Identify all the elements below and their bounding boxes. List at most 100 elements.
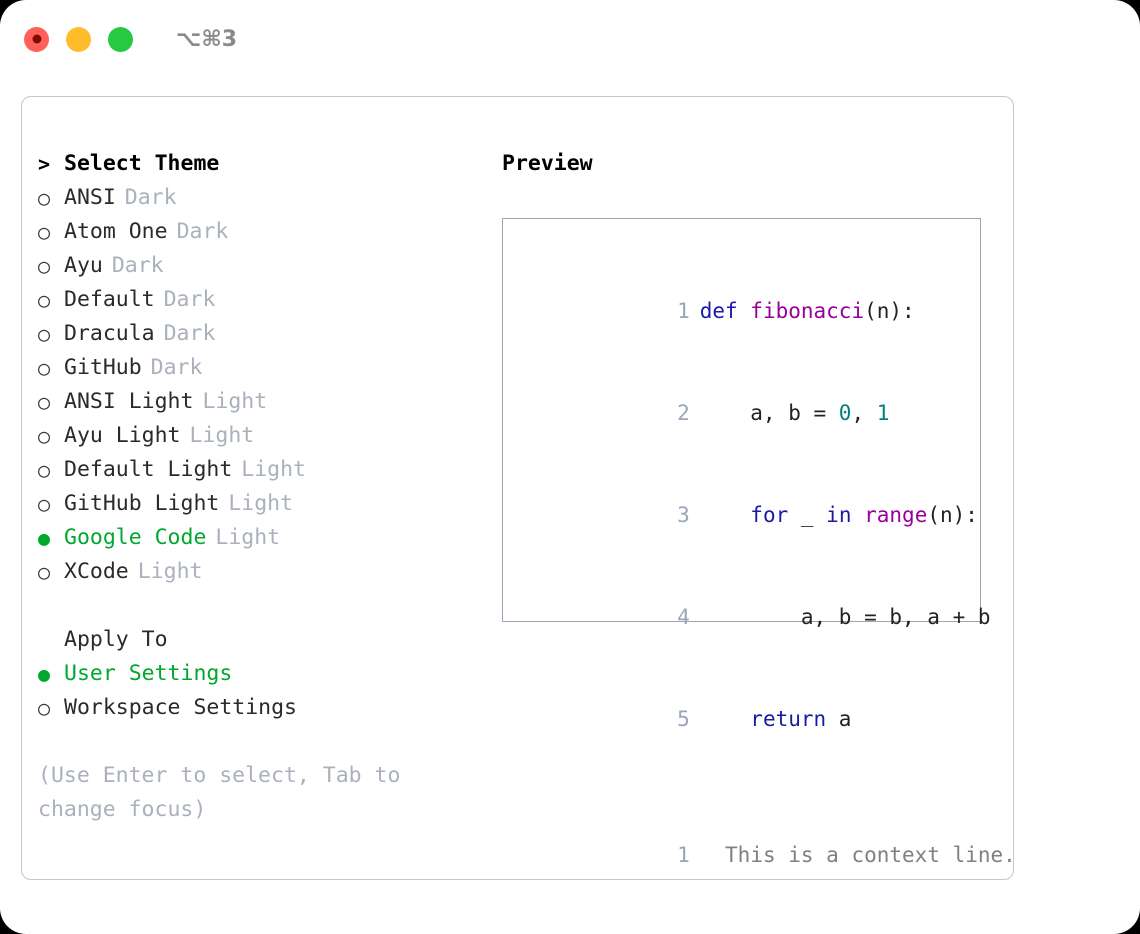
theme-item-default-light[interactable]: ○ Default Light Light: [38, 453, 488, 487]
minimize-window-button[interactable]: [66, 26, 91, 52]
theme-item-google-code[interactable]: ● Google Code Light: [38, 521, 488, 555]
title-bar: ⌥⌘3: [0, 0, 1140, 78]
radio-icon: ○: [38, 322, 51, 346]
preview-column: Preview 1 def fibonacci (n): 2 a, b = 0, 1…: [502, 147, 1016, 867]
diff-sign: [700, 843, 713, 867]
code-token: ,: [851, 401, 877, 425]
theme-item-ayu[interactable]: ○ Ayu Dark: [38, 249, 488, 283]
radio-icon: ○: [38, 458, 51, 482]
apply-to-item-label: User Settings: [64, 661, 233, 686]
keyboard-hint-line-1: (Use Enter to select, Tab to: [38, 763, 401, 788]
code-line: 2 a, b = 0, 1: [516, 362, 980, 464]
preview-title: Preview: [502, 151, 593, 176]
keyboard-shortcut-label: ⌥⌘3: [176, 26, 238, 52]
theme-item-dracula[interactable]: ○ Dracula Dark: [38, 317, 488, 351]
prompt-caret-icon: >: [38, 152, 51, 176]
radio-icon: ○: [38, 492, 51, 516]
line-number: 5: [677, 707, 690, 731]
radio-icon: ○: [38, 390, 51, 414]
theme-item-xcode[interactable]: ○ XCode Light: [38, 555, 488, 589]
zoom-window-button[interactable]: [108, 26, 133, 52]
radio-icon: ○: [38, 220, 51, 244]
code-token: (n):: [927, 503, 978, 527]
theme-item-label: GitHub Light: [64, 491, 220, 516]
code-token: [851, 503, 864, 527]
theme-item-category: Dark: [111, 253, 164, 278]
radio-selected-icon: ●: [38, 662, 51, 686]
diff-line-text: This is a context line.: [725, 843, 1016, 867]
theme-item-category: Light: [202, 389, 268, 414]
theme-item-label: Default Light: [64, 457, 233, 482]
theme-item-github[interactable]: ○ GitHub Dark: [38, 351, 488, 385]
radio-icon: ○: [38, 424, 51, 448]
theme-item-github-light[interactable]: ○ GitHub Light Light: [38, 487, 488, 521]
theme-item-category: Light: [137, 559, 203, 584]
apply-to-title: Apply To: [64, 627, 168, 652]
theme-item-label: Ayu: [64, 253, 103, 278]
keyboard-hint: (Use Enter to select, Tab to change focu…: [38, 759, 458, 827]
code-token: 0: [838, 401, 852, 425]
theme-item-ayu-light[interactable]: ○ Ayu Light Light: [38, 419, 488, 453]
code-token: [700, 707, 751, 731]
line-number: 1: [677, 843, 690, 867]
line-number: 1: [677, 299, 690, 323]
theme-item-category: Dark: [124, 185, 177, 210]
theme-item-category: Light: [241, 457, 307, 482]
theme-item-ansi[interactable]: ○ ANSI Dark: [38, 181, 488, 215]
code-token: a, b = b, a + b: [699, 605, 991, 629]
diff-line-context: 1 This is a context line.: [516, 804, 1016, 906]
radio-icon: ○: [38, 356, 51, 380]
theme-item-category: Dark: [176, 219, 229, 244]
apply-to-user-settings[interactable]: ● User Settings: [38, 657, 488, 691]
code-token: fibonacci: [750, 299, 865, 323]
content-panel: > Select Theme ○ ANSI Dark ○ Atom One Da…: [21, 96, 1016, 880]
theme-item-category: Light: [228, 491, 294, 516]
code-token: a, b =: [699, 401, 839, 425]
theme-item-label: ANSI Light: [64, 389, 194, 414]
theme-item-ansi-light[interactable]: ○ ANSI Light Light: [38, 385, 488, 419]
theme-item-category: Light: [189, 423, 255, 448]
theme-item-default[interactable]: ○ Default Dark: [38, 283, 488, 317]
theme-item-category: Dark: [150, 355, 203, 380]
close-window-button[interactable]: [24, 26, 49, 52]
preview-section-gap: [516, 770, 980, 804]
theme-item-label: Default: [64, 287, 155, 312]
theme-item-atom-one[interactable]: ○ Atom One Dark: [38, 215, 488, 249]
theme-item-label: ANSI: [64, 185, 116, 210]
code-line: 5 return a: [516, 668, 980, 770]
radio-icon: ○: [38, 186, 51, 210]
select-theme-header: > Select Theme: [38, 147, 488, 181]
section-spacer: [38, 589, 488, 623]
theme-item-label: Ayu Light: [64, 423, 181, 448]
code-token: a: [826, 707, 852, 731]
theme-item-label: Atom One: [64, 219, 168, 244]
code-token: range: [864, 503, 928, 527]
diff-line-deleted: 2- This line was deleted.: [516, 906, 980, 934]
select-theme-title: Select Theme: [64, 151, 220, 176]
apply-to-header: Apply To: [38, 623, 488, 657]
theme-item-label: XCode: [64, 559, 129, 584]
line-number: 2: [677, 401, 690, 425]
code-line: 3 for _ in range(n):: [516, 464, 980, 566]
theme-item-category: Dark: [163, 321, 216, 346]
radio-icon: ○: [38, 254, 51, 278]
traffic-lights: [24, 26, 133, 52]
theme-item-label: GitHub: [64, 355, 142, 380]
theme-item-label: Dracula: [64, 321, 155, 346]
theme-item-category: Light: [215, 525, 281, 550]
line-number: 3: [677, 503, 690, 527]
code-token: def: [699, 299, 751, 323]
diff-text: [712, 843, 725, 867]
radio-selected-icon: ●: [38, 526, 51, 550]
theme-picker-column: > Select Theme ○ ANSI Dark ○ Atom One Da…: [38, 147, 488, 827]
radio-icon: ○: [38, 288, 51, 312]
apply-to-item-label: Workspace Settings: [64, 695, 297, 720]
apply-to-workspace-settings[interactable]: ○ Workspace Settings: [38, 691, 488, 725]
code-token: for: [750, 503, 789, 527]
theme-item-category: Dark: [163, 287, 216, 312]
radio-icon: ○: [38, 560, 51, 584]
radio-icon: ○: [38, 696, 51, 720]
code-token: 1: [876, 401, 890, 425]
code-token: _: [788, 503, 827, 527]
